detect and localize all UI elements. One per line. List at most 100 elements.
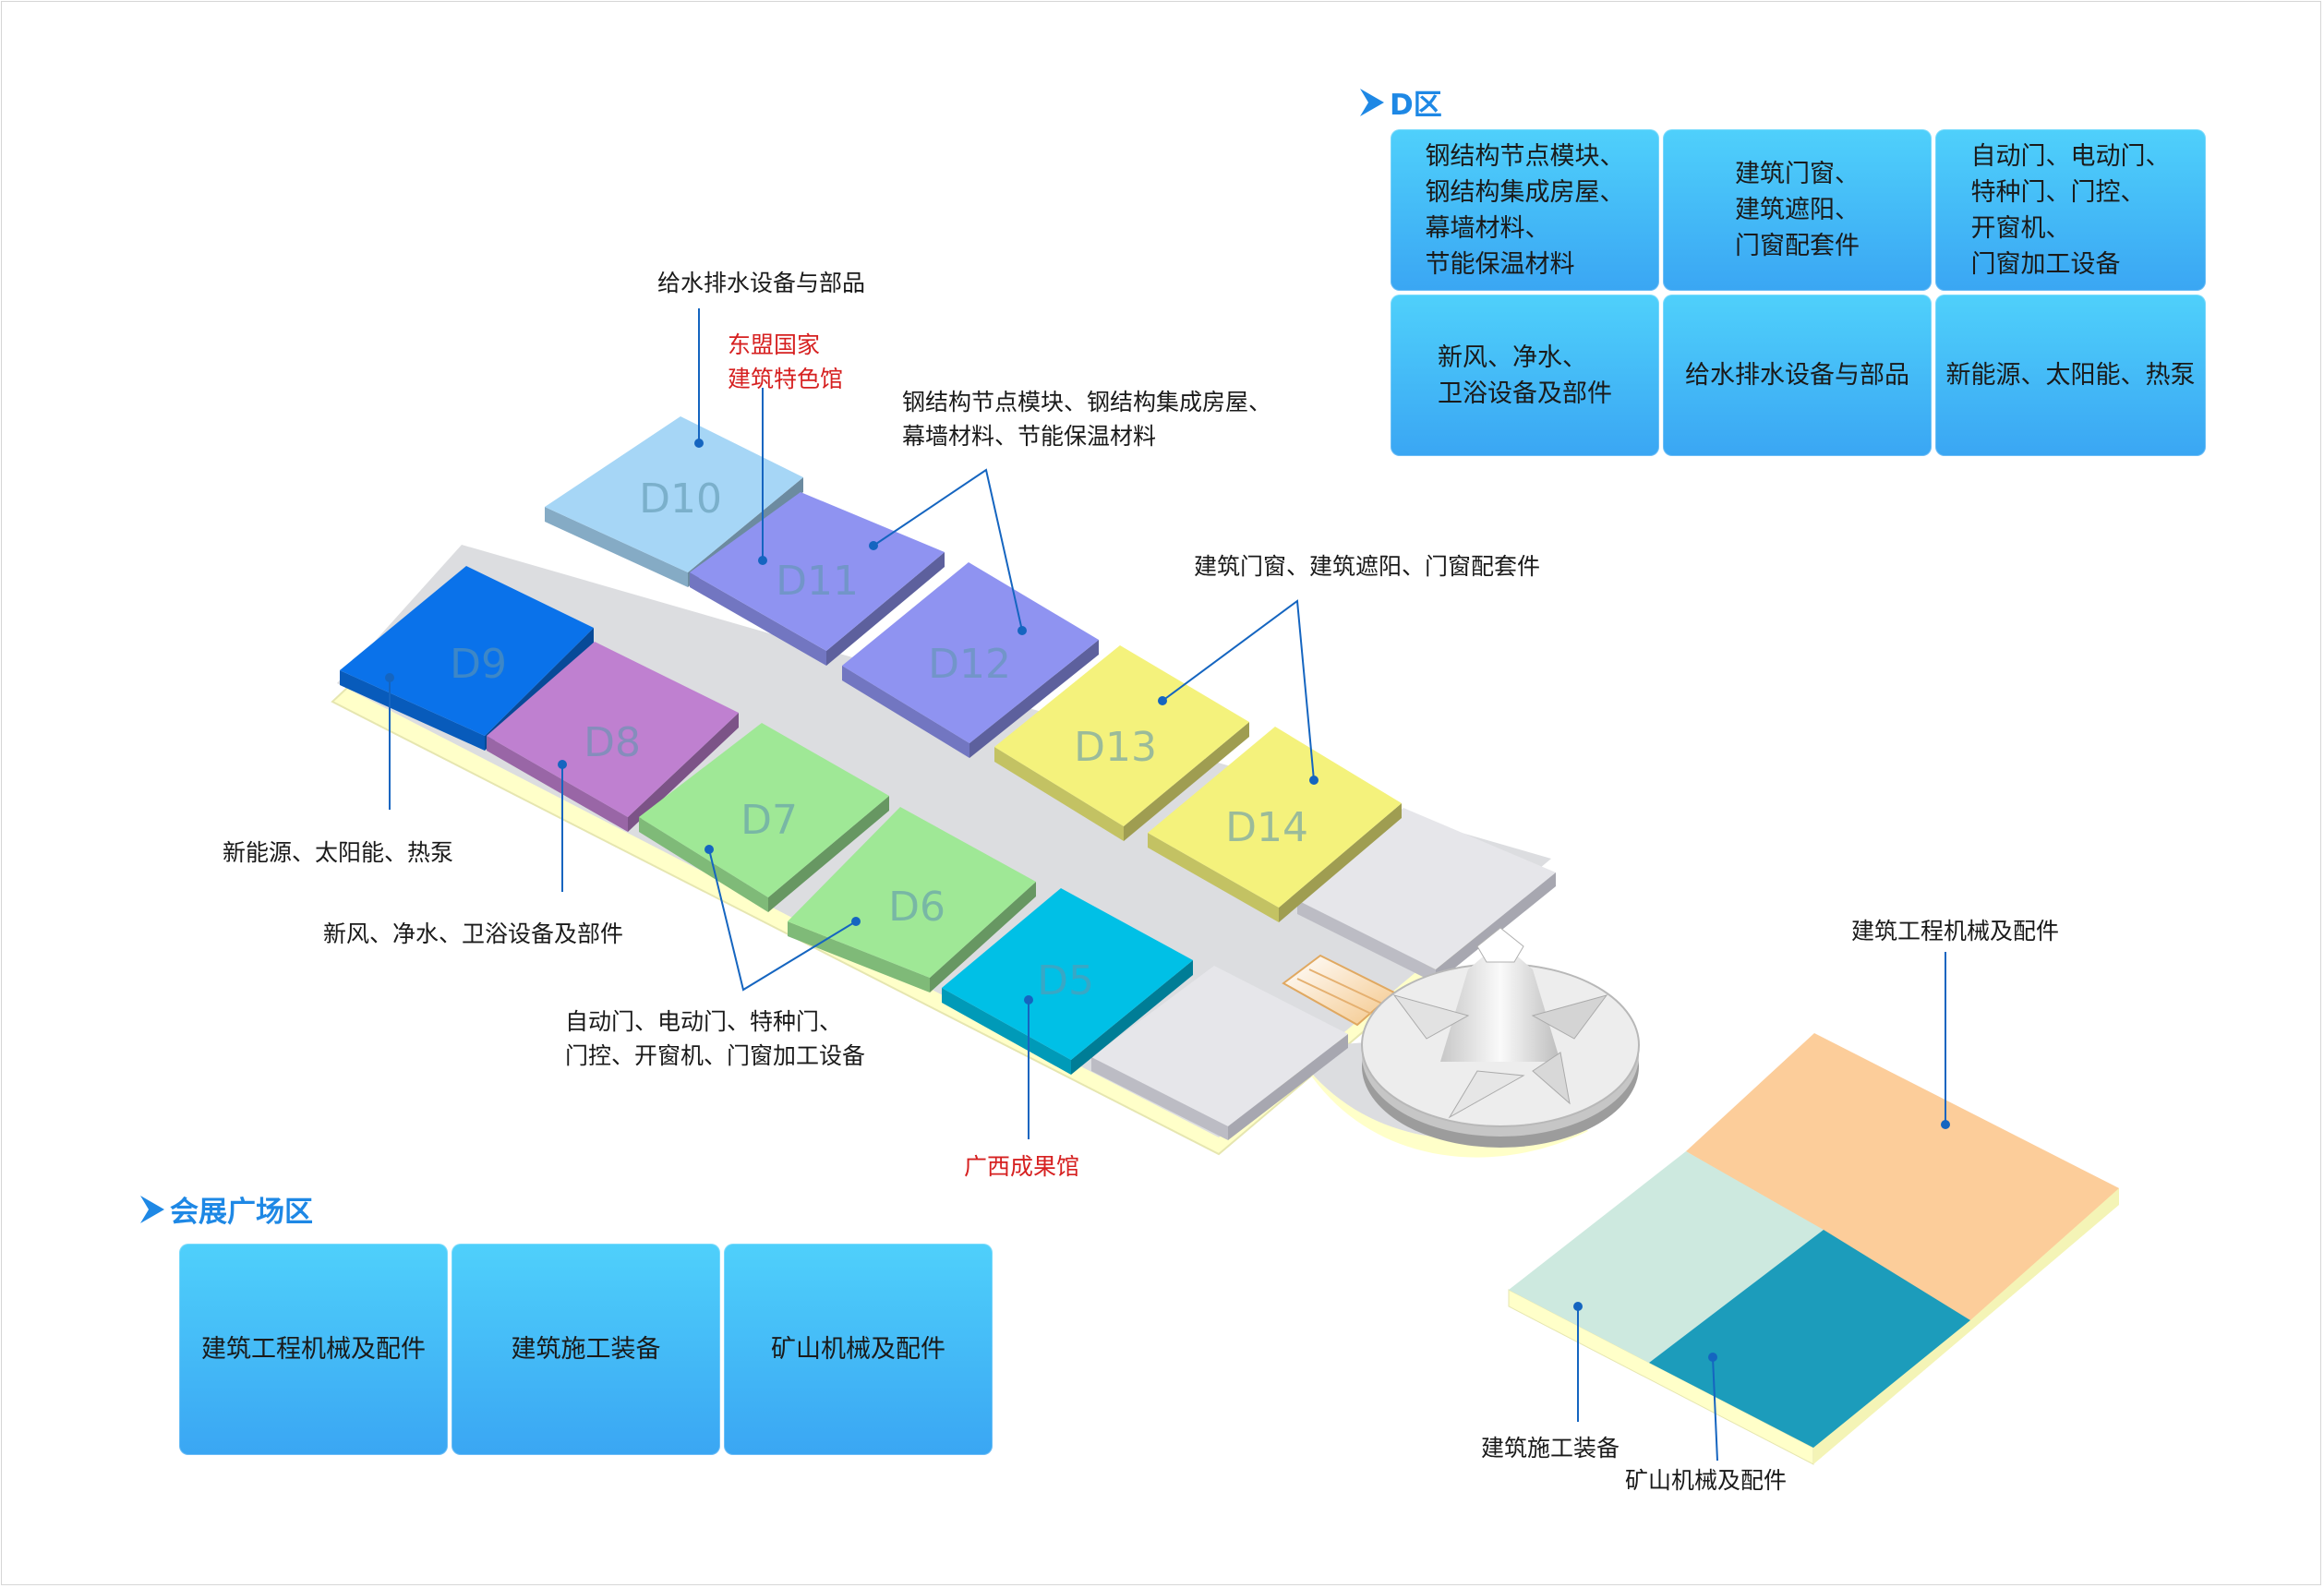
hall-side-face bbox=[942, 988, 1071, 1075]
leader-line bbox=[873, 468, 1023, 632]
leader-dot bbox=[1158, 696, 1167, 705]
label-construction-equipment: 建筑施工装备 bbox=[1481, 1435, 1620, 1462]
hall-d5[interactable]: D5 bbox=[942, 888, 1193, 1075]
d-zone-cell-text: 自动门、电动门、 特种门、门控、 开窗机、 门窗加工设备 bbox=[1970, 141, 2171, 279]
hall-d7[interactable]: D7 bbox=[639, 723, 889, 912]
entrance-stairs-icon bbox=[1282, 954, 1396, 1027]
hall-top-face bbox=[942, 888, 1193, 1060]
plaza-zone-cell-text: 矿山机械及配件 bbox=[771, 1335, 945, 1364]
hall-side-face bbox=[842, 666, 969, 758]
plaza-zone-mining bbox=[1649, 1230, 1970, 1448]
leader-dot bbox=[758, 556, 767, 565]
leader-dot bbox=[385, 673, 394, 682]
dome-building-icon bbox=[1361, 927, 1640, 1148]
plaza-zone-title: 会展广场区 bbox=[140, 1188, 313, 1230]
plaza-zone-cell-text: 建筑工程机械及配件 bbox=[201, 1335, 426, 1364]
plaza-zone-cell: 建筑工程机械及配件 bbox=[179, 1244, 448, 1455]
hall-label: D10 bbox=[639, 475, 722, 523]
hall-d13[interactable]: D13 bbox=[994, 645, 1249, 841]
hall-d6[interactable]: D6 bbox=[788, 807, 1036, 992]
hall-side-face bbox=[788, 921, 930, 992]
hall-top-face bbox=[842, 562, 1099, 743]
d-zone-cell: 给水排水设备与部品 bbox=[1663, 295, 1932, 456]
hall-label: D9 bbox=[450, 641, 507, 688]
label-windows: 建筑门窗、建筑遮阳、门窗配套件 bbox=[1194, 553, 1541, 580]
d-zone-cell-text: 新能源、太阳能、热泵 bbox=[1945, 361, 2196, 390]
plaza-zone-cell: 矿山机械及配件 bbox=[724, 1244, 993, 1455]
hall-side-face bbox=[690, 572, 826, 666]
leader-dot bbox=[1708, 1353, 1717, 1362]
hall-label: D6 bbox=[888, 884, 945, 931]
plaza-zone-cell: 建筑施工装备 bbox=[452, 1244, 720, 1455]
plaza-zone-cell-text: 建筑施工装备 bbox=[511, 1335, 661, 1364]
hall-label: D5 bbox=[1037, 957, 1094, 1005]
leader-line bbox=[1162, 599, 1315, 781]
label-construction-machinery: 建筑工程机械及配件 bbox=[1851, 918, 2060, 944]
d-zone-title: D区 bbox=[1360, 81, 1442, 123]
plaza-platform bbox=[1508, 1033, 2119, 1465]
d-zone-cell-text: 新风、净水、 卫浴设备及部件 bbox=[1438, 343, 1612, 408]
hall-d14[interactable]: D14 bbox=[1148, 727, 1402, 922]
hall-top-face bbox=[690, 492, 945, 651]
label-water-supply: 给水排水设备与部品 bbox=[657, 270, 866, 296]
hall-side-face bbox=[826, 552, 945, 666]
hall-side-face bbox=[487, 736, 628, 832]
leader-dot bbox=[1018, 626, 1027, 635]
plaza-zone-legend: 建筑工程机械及配件 建筑施工装备 矿山机械及配件 bbox=[179, 1244, 993, 1455]
leader-dot bbox=[558, 760, 567, 769]
hall-side-face bbox=[639, 817, 768, 912]
hall-top-face bbox=[1148, 727, 1402, 908]
hall-label: D11 bbox=[776, 558, 859, 605]
hall-top-face bbox=[788, 807, 1036, 978]
label-guangxi-pavilion: 广西成果馆 bbox=[964, 1153, 1080, 1180]
hall-side-face bbox=[969, 640, 1099, 758]
hall-side-face bbox=[768, 796, 889, 912]
hall-top-face bbox=[545, 416, 803, 572]
label-steel-structure: 钢结构节点模块、钢结构集成房屋、 幕墙材料、节能保温材料 bbox=[902, 389, 1272, 450]
hall-side-face bbox=[994, 747, 1124, 841]
leader-dot bbox=[1941, 1120, 1950, 1129]
leader-dot bbox=[694, 439, 704, 448]
hall-side-face bbox=[1124, 722, 1249, 841]
d-zone-cell: 新能源、太阳能、热泵 bbox=[1935, 295, 2206, 456]
plaza-zone-machinery bbox=[1686, 1033, 2119, 1320]
hall-side-face bbox=[340, 670, 485, 751]
hall-label: D13 bbox=[1074, 724, 1157, 771]
d-zone-cell: 自动门、电动门、 特种门、门控、 开窗机、 门窗加工设备 bbox=[1935, 129, 2206, 291]
hall-label: D12 bbox=[928, 641, 1011, 688]
d-zone-cell: 钢结构节点模块、 钢结构集成房屋、 幕墙材料、 节能保温材料 bbox=[1391, 129, 1659, 291]
hall-label: D7 bbox=[741, 797, 798, 844]
leader-dot bbox=[1309, 776, 1319, 785]
hall-side-face bbox=[628, 713, 739, 832]
leader-dot bbox=[1573, 1302, 1583, 1311]
d-zone-cell: 建筑门窗、 建筑遮阳、 门窗配套件 bbox=[1663, 129, 1932, 291]
plaza-zone-construction bbox=[1509, 1151, 1824, 1363]
leader-line bbox=[708, 848, 857, 992]
d-zone-cell-text: 给水排水设备与部品 bbox=[1685, 361, 1909, 390]
hall-label: D14 bbox=[1225, 804, 1308, 851]
label-new-energy: 新能源、太阳能、热泵 bbox=[223, 839, 454, 866]
leader-dot bbox=[704, 845, 714, 854]
label-hvac-sanitary: 新风、净水、卫浴设备及部件 bbox=[323, 920, 624, 947]
hall-d8[interactable]: D8 bbox=[487, 642, 739, 832]
d-zone-legend: 钢结构节点模块、 钢结构集成房屋、 幕墙材料、 节能保温材料 建筑门窗、 建筑遮… bbox=[1391, 129, 2206, 456]
grey-hall-block bbox=[1091, 966, 1348, 1140]
label-doors: 自动门、电动门、特种门、 门控、开窗机、门窗加工设备 bbox=[565, 1008, 866, 1069]
chevron-right-icon bbox=[140, 1195, 164, 1223]
d-zone-cell-text: 建筑门窗、 建筑遮阳、 门窗配套件 bbox=[1735, 160, 1860, 260]
d-zone-title-text: D区 bbox=[1390, 89, 1442, 122]
hall-side-face bbox=[545, 507, 688, 587]
hall-side-face bbox=[1071, 960, 1193, 1075]
hall-d11[interactable]: D11 bbox=[690, 492, 945, 666]
hall-label: D8 bbox=[584, 719, 641, 766]
chevron-right-icon bbox=[1360, 88, 1384, 116]
hall-d12[interactable]: D12 bbox=[842, 562, 1099, 758]
hall-top-face bbox=[487, 642, 739, 817]
leader-dot bbox=[869, 541, 878, 550]
hall-top-face bbox=[340, 566, 594, 736]
hall-side-face bbox=[930, 882, 1036, 992]
leader-dot bbox=[1024, 995, 1033, 1005]
